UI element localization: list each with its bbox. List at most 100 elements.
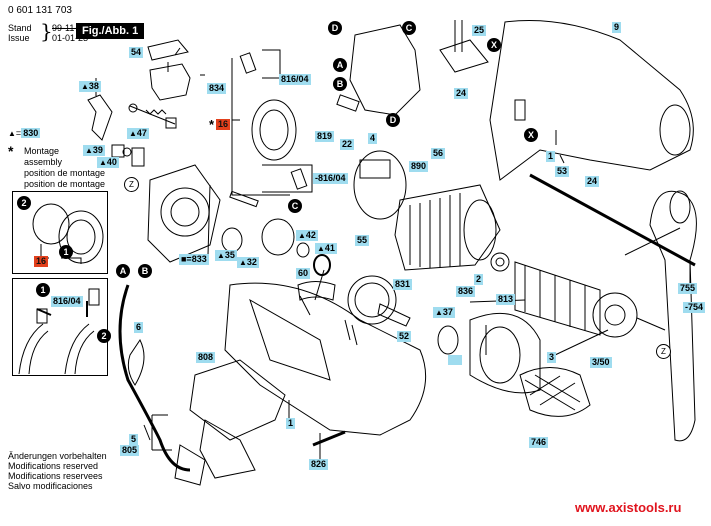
callout-54[interactable]: 54 [129,47,144,58]
callout-819[interactable]: 819 [315,131,335,142]
marker-x-bracket: X [487,38,501,52]
inset-brush-drawing [18,288,100,375]
triangle-icon: ▲ [99,158,107,167]
callout-6[interactable]: 6 [134,322,144,333]
part-gear-831 [347,275,397,325]
callout-826[interactable]: 826 [309,459,329,470]
marker-c-switch: C [402,21,416,35]
triangle-icon: ▲ [129,129,137,138]
marker-a-switch: A [333,58,347,72]
step-1-marker: 1 [59,245,73,259]
callout-38[interactable]: ▲38 [79,81,101,92]
callout-16-inset[interactable]: 16 [34,256,49,267]
callout-3-50[interactable]: 3/50 [590,357,612,368]
triangle-icon: ▲ [435,308,443,317]
part-bracket-25 [439,39,489,73]
callout-836[interactable]: 836 [456,286,476,297]
watermark-url[interactable]: www.axistools.ru [575,500,682,515]
callout-833[interactable]: ■=833 [179,254,209,265]
star-icon: * [8,143,14,159]
callout-60[interactable]: 60 [296,268,311,279]
part-cord-6 [118,284,191,472]
callout-816-04-bottom[interactable]: -816/04 [313,173,348,184]
step-1-marker-b: 1 [36,283,50,297]
callout-890[interactable]: 890 [409,161,429,172]
marker-z-shield: Z [124,177,139,192]
stand-issue-labels: Stand Issue [8,23,32,43]
marker-d-switch: D [328,21,342,35]
callout-24-top[interactable]: 24 [454,88,469,99]
callout-41[interactable]: ▲41 [315,243,337,254]
callout-4[interactable]: 4 [368,133,378,144]
callout-805[interactable]: 805 [120,445,140,456]
callout-39[interactable]: ▲39 [83,145,105,156]
callout-2[interactable]: 2 [474,274,484,285]
callout-830[interactable]: 830 [21,128,41,138]
part-aux-handle-754 [649,190,697,442]
step-2-marker: 2 [17,196,31,210]
callout-746[interactable]: 746 [529,437,549,448]
callout-53[interactable]: 53 [555,166,570,177]
triangle-icon: ▲ [317,244,325,253]
square-icon: ■= [181,254,192,264]
callout-9[interactable]: 9 [612,22,622,33]
callout-1-main[interactable]: 1 [286,418,296,429]
callout-55[interactable]: 55 [355,235,370,246]
step-2-marker-b: 2 [97,329,111,343]
part-field-2 [394,184,501,271]
part-end-shield [147,164,221,263]
part-brush-plate-16 [251,99,297,161]
callout-755[interactable]: 755 [678,283,698,294]
marker-b-cord: B [138,264,152,278]
triangle-icon: ▲ [8,129,16,138]
callout-1-housing[interactable]: 1 [546,151,556,162]
triangle-legend: ▲=830 [8,128,41,139]
callout-40[interactable]: ▲40 [97,157,119,168]
note-fr: Modifications reservees [8,471,103,481]
callout-35[interactable]: ▲35 [215,250,237,261]
part-lever-38 [87,94,113,141]
assembly-line-1: Montage [24,146,60,156]
triangle-legend-eq: = [15,128,22,138]
marker-c-wire: C [288,199,302,213]
figure-label: Fig./Abb. 1 [76,23,145,39]
callout-5[interactable]: 5 [129,434,139,445]
marker-z-armature: Z [656,344,671,359]
marker-a-cord: A [116,264,130,278]
callout-816-04-top[interactable]: 816/04 [279,74,311,85]
part-chuck-746 [519,367,591,417]
callout-42[interactable]: ▲42 [296,230,318,241]
note-en: Modifications reserved [8,461,99,471]
part-gear-housing [469,312,541,394]
callout-831[interactable]: 831 [393,279,413,290]
callout-52[interactable]: 52 [397,331,412,342]
callout-816-04-inset[interactable]: 816/04 [51,296,83,307]
callout-25[interactable]: 25 [472,25,487,36]
callout-16[interactable]: 16 [216,119,231,130]
callout-813[interactable]: 813 [496,294,516,305]
callout-47[interactable]: ▲47 [127,128,149,139]
callout-808[interactable]: 808 [196,352,216,363]
marker-x-housing: X [524,128,538,142]
callout-754[interactable]: -754 [683,302,706,313]
triangle-icon: ▲ [239,258,247,267]
callout-834[interactable]: 834 [207,83,227,94]
callout-3[interactable]: 3 [547,352,557,363]
callout-37[interactable]: ▲37 [433,307,455,318]
issue-date: 01-01-23 [52,33,89,43]
part-cover-54 [147,39,189,61]
triangle-icon: ▲ [85,146,93,155]
callout-56[interactable]: 56 [431,148,446,159]
inset-brush-plate-drawing [32,203,104,264]
callout-empty[interactable] [448,355,462,365]
marker-d-wire: D [386,113,400,127]
part-switch [349,24,421,116]
callout-24-bottom[interactable]: 24 [585,176,600,187]
triangle-icon: ▲ [217,251,225,260]
part-housing-9 [489,20,694,181]
inset-brush-plate-assembly: 2 1 16 [12,191,108,274]
part-number: 0 601 131 703 [8,5,72,16]
callout-32[interactable]: ▲32 [237,257,259,268]
brace-symbol: } [40,19,53,43]
callout-22[interactable]: 22 [340,139,355,150]
